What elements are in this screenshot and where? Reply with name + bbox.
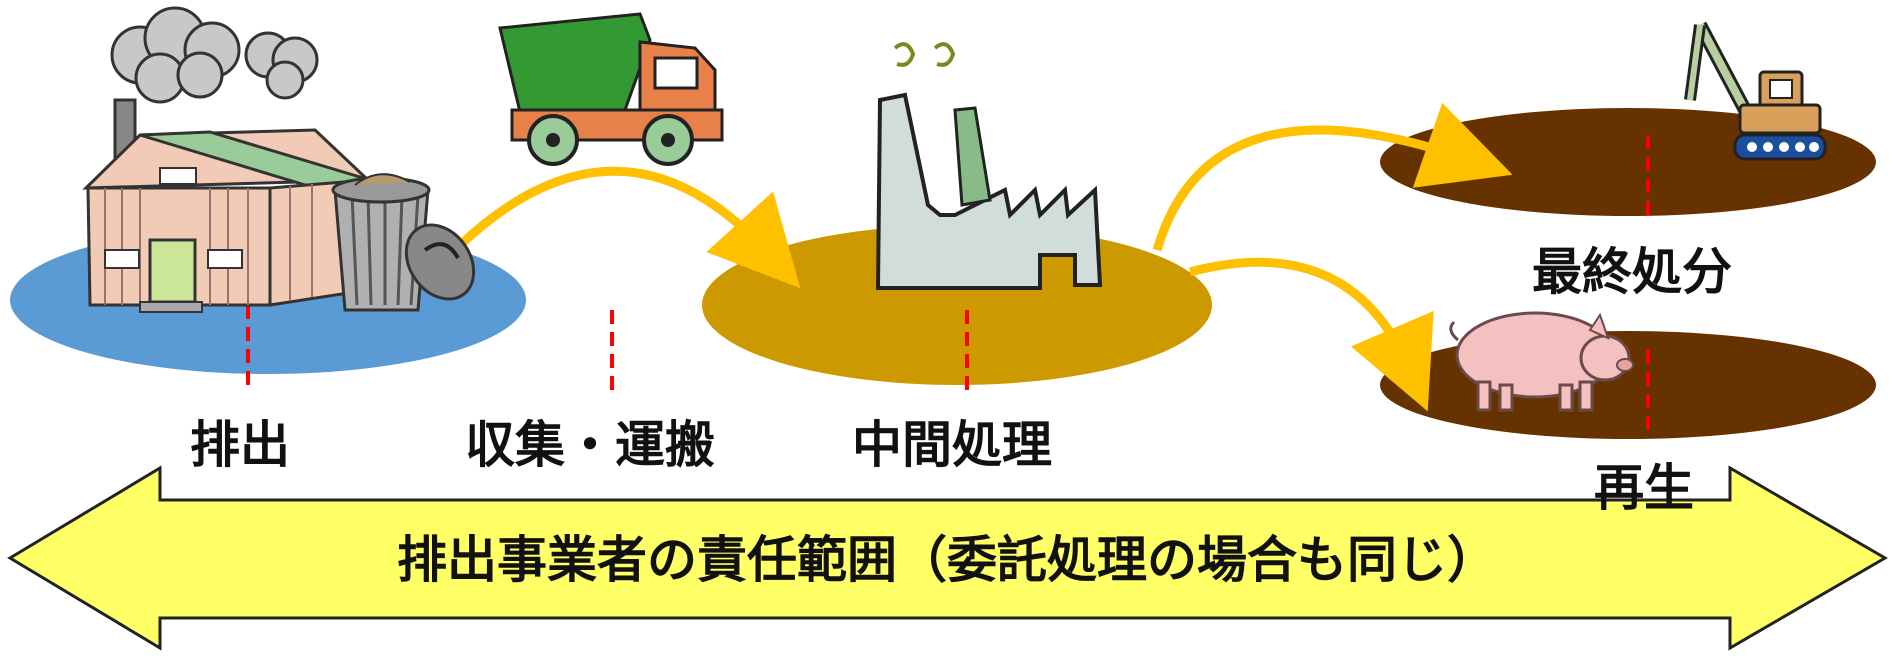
arrow-to-intermediate [451,166,801,289]
dump-truck-icon [498,12,724,166]
responsibility-banner-text: 排出事業者の責任範囲（委託処理の場合も同じ） [397,531,1497,589]
stage-label-intermediate: 中間処理 [852,416,1052,474]
responsibility-double-arrow [7,465,1888,651]
arrow-to-final-disposal [1152,102,1513,252]
stage-label-discharge: 排出 [190,416,290,474]
trash-can-icon [331,173,476,312]
pig-icon [1449,311,1634,412]
excavator-icon [1684,21,1827,161]
stage-label-recycling: 再生 [1594,459,1694,517]
stage-label-final-disposal: 最終処分 [1532,243,1732,301]
house-icon [82,6,372,313]
stage-label-collection: 収集・運搬 [465,416,715,474]
recycling-pond [1380,331,1876,439]
factory-icon [875,42,1103,290]
arrow-to-recycling [1188,257,1434,412]
